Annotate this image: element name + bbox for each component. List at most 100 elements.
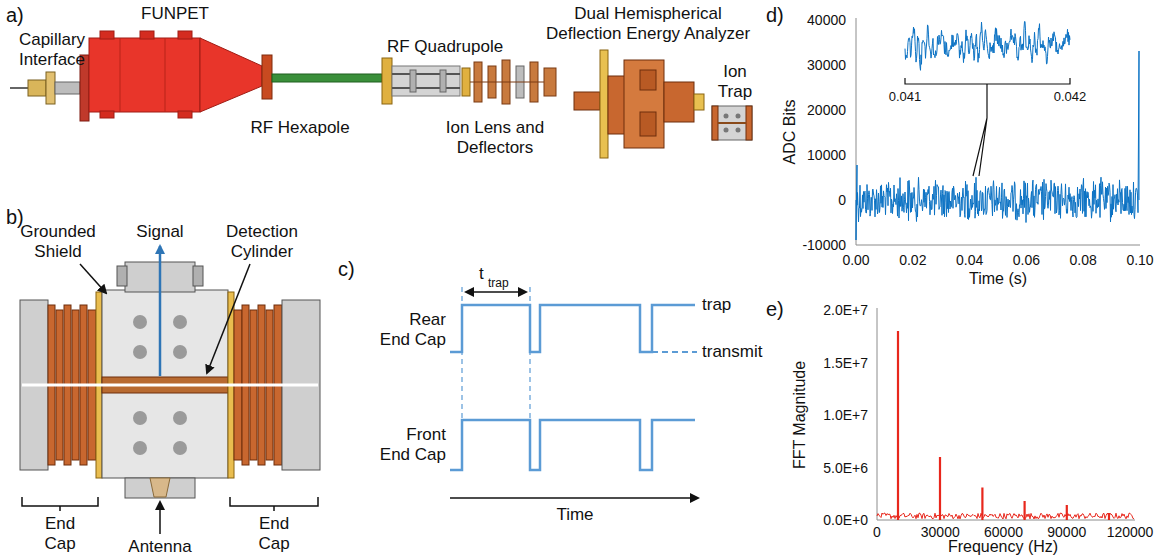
- timing-diagram-part: [450, 420, 695, 470]
- energy-analyzer-part: [694, 94, 704, 110]
- axis-tick: 90000: [1047, 524, 1086, 540]
- ion-lens-stack: [462, 60, 556, 104]
- axis-tick: 0.10: [1126, 252, 1153, 268]
- ion-lens-stack-part: [462, 68, 470, 96]
- axis-tick: 0.04: [956, 252, 983, 268]
- leader-lines-part: [207, 264, 250, 373]
- funpet-body-part: [140, 31, 154, 39]
- funpet-body-part: [262, 55, 272, 99]
- rf-quadrupole-part: [382, 58, 392, 104]
- ion-trap-icon-part: [746, 106, 752, 140]
- part-label: Ion Trap: [715, 62, 755, 101]
- end-cap-brackets: [22, 497, 318, 511]
- axis-tick: 120000: [1107, 524, 1154, 540]
- axis-tick: 10000: [807, 147, 846, 163]
- trap-cross-section-part: [173, 315, 187, 329]
- part-label: Ion Lens and Deflectors: [439, 118, 551, 157]
- trap-cross-section-part: [117, 266, 127, 286]
- funpet-body-part: [100, 31, 114, 39]
- axis-tick: 0.06: [1013, 252, 1040, 268]
- capillary-interface-part: [55, 82, 80, 94]
- fft-plot-part: [877, 308, 878, 520]
- energy-analyzer-part: [574, 92, 600, 110]
- time-signal-plot-part: [905, 78, 1070, 176]
- axis-tick: 1.0E+7: [823, 407, 868, 423]
- funpet-body-part: [100, 111, 114, 118]
- trap-cross-section-part: [173, 345, 187, 359]
- timing-diagram-part: [652, 351, 697, 353]
- axis-tick: 0.02: [899, 252, 926, 268]
- capillary-interface: [10, 72, 80, 104]
- part-label: RF Quadrupole: [387, 37, 503, 57]
- axis-tick: 0.08: [1070, 252, 1097, 268]
- axis-tick: 40000: [807, 12, 846, 28]
- trap-cross-section-part: [133, 345, 147, 359]
- trap-cross-section-part: [133, 411, 147, 425]
- ion-trap-icon-part: [712, 106, 752, 140]
- axis-tick: 2.0E+7: [823, 302, 868, 318]
- trap-cross-section-part: [125, 478, 195, 498]
- signal-name: Rear End Cap: [376, 310, 446, 349]
- signal-name: Front End Cap: [376, 425, 446, 464]
- time-signal-plot-part: [905, 22, 1070, 71]
- leader-lines-part: [159, 246, 162, 376]
- ion-trap-icon-part: [712, 106, 718, 140]
- leader-lines-part: [159, 502, 161, 534]
- trap-cross-section: [20, 262, 320, 498]
- trap-cross-section-part: [133, 315, 147, 329]
- funpet-body-part: [120, 38, 121, 112]
- inset-tick: 0.041: [889, 90, 922, 105]
- axis-tick: 30000: [807, 57, 846, 73]
- axis-tick: -10000: [802, 237, 846, 253]
- part-label: Antenna: [128, 537, 191, 557]
- axis-tick: 0.00: [842, 252, 869, 268]
- axis-tick: 20000: [807, 102, 846, 118]
- ion-lens-stack-part: [544, 68, 556, 96]
- end-cap-brackets-part: [22, 497, 98, 511]
- leader-lines: [80, 246, 250, 534]
- part-label: Capillary Interface: [7, 30, 97, 69]
- timing-diagram: [450, 287, 698, 498]
- axis-tick: 60000: [984, 524, 1023, 540]
- signal-label: Signal: [136, 222, 183, 242]
- fft-plot-part: [898, 331, 1109, 520]
- funpet-body: [80, 31, 272, 121]
- part-label: Dual Hemispherical Deflection Energy Ana…: [537, 4, 759, 43]
- energy-analyzer: [574, 50, 704, 158]
- axis-tick: 0.0E+0: [823, 512, 868, 528]
- rf-quadrupole-part: [392, 66, 460, 96]
- part-label: RF Hexapole: [250, 118, 349, 138]
- fft-plot-part: [877, 513, 1134, 519]
- energy-analyzer-part: [664, 82, 694, 122]
- rf-quadrupole-part: [410, 70, 416, 92]
- fft-plot: [877, 308, 1135, 520]
- capillary-interface-part: [46, 72, 55, 104]
- rf-quadrupole-part: [440, 70, 446, 92]
- ion-trap-icon-part: [718, 122, 746, 124]
- energy-analyzer-part: [624, 60, 664, 148]
- ion-lens-stack-part: [470, 82, 544, 83]
- part-label: End Cap: [35, 514, 85, 553]
- energy-analyzer-part: [640, 112, 656, 136]
- funpet-body-part: [200, 38, 262, 112]
- panel-letter: e): [766, 298, 784, 321]
- trap-cross-section-part: [133, 441, 147, 455]
- axis-tick: 0: [838, 192, 846, 208]
- timing-diagram-part: [450, 497, 698, 499]
- ion-trap-icon-part: [724, 128, 729, 133]
- axis-title: ADC Bits: [781, 100, 799, 165]
- trap-cross-section-part: [22, 384, 318, 387]
- panel-letter: a): [6, 4, 24, 27]
- end-cap-brackets-part: [230, 497, 318, 511]
- capillary-interface-part: [10, 87, 30, 89]
- part-label: FUNPET: [141, 4, 209, 24]
- trap-cross-section-part: [150, 478, 170, 497]
- leader-lines-part: [80, 264, 106, 293]
- energy-analyzer-part: [600, 50, 608, 158]
- timing-diagram-part: [450, 305, 695, 352]
- rf-quadrupole: [382, 58, 460, 104]
- funpet-body-part: [89, 38, 200, 112]
- axis-tick: 0: [873, 524, 881, 540]
- time-signal-plot-part: [856, 245, 1140, 246]
